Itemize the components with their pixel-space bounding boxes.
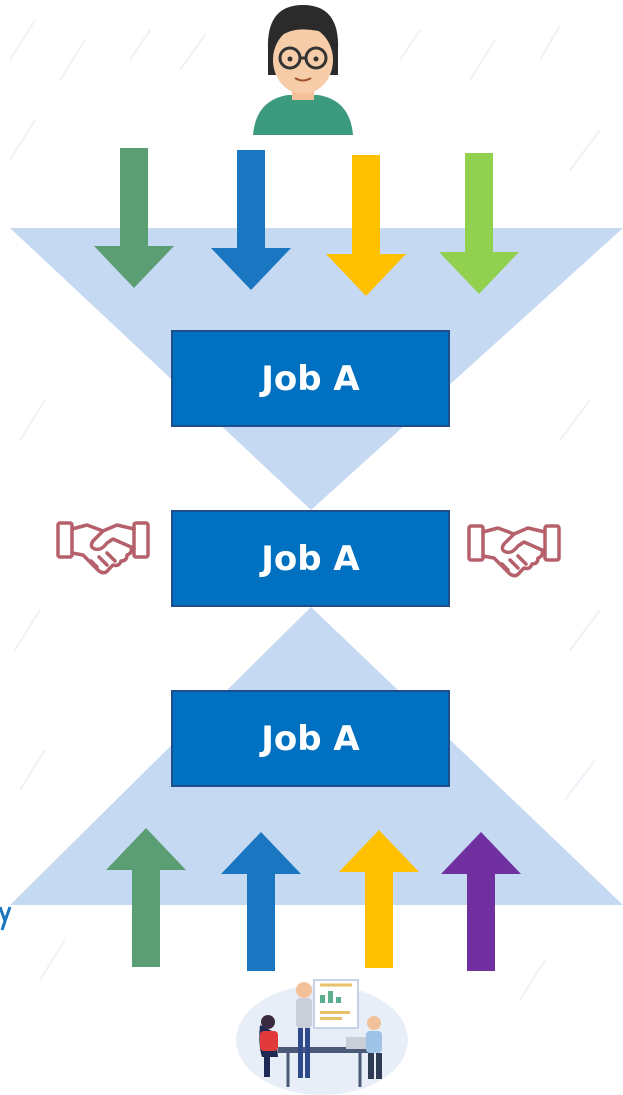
bottom-arrows-group [106,828,521,971]
arrow-down-3 [326,155,406,296]
handshake-icon [467,524,561,578]
arrow-down-4 [439,153,519,294]
arrow-up-4 [441,832,521,971]
job-box-middle: Job A [171,510,450,607]
arrow-down-1 [94,148,174,288]
job-box-top: Job A [171,330,450,427]
edge-glyph [0,906,12,931]
background-pattern [9,19,601,1001]
handshake-icon [56,521,150,575]
arrow-down-2 [211,150,291,290]
top-arrows-group [94,148,519,296]
arrow-up-2 [221,832,301,971]
arrow-up-1 [106,828,186,967]
arrow-up-3 [339,830,419,968]
team-meeting-illustration [236,979,408,1095]
job-box-bottom: Job A [171,690,450,787]
woman-with-glasses-avatar [253,5,353,135]
